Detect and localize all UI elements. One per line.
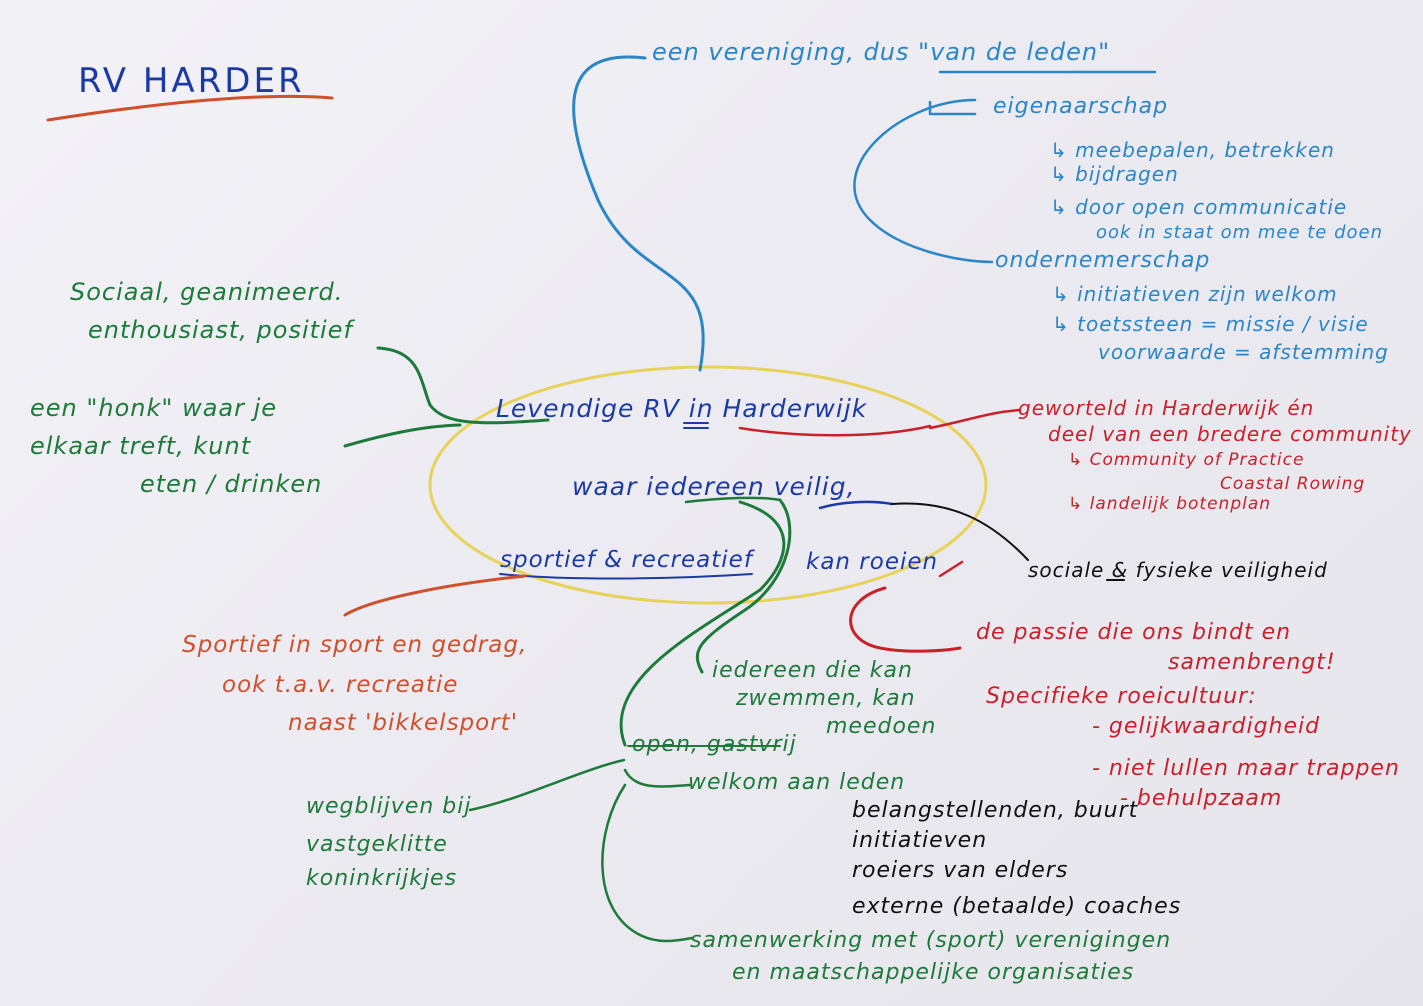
ondernemerschap-item-2: ↳ toetssteen = missie / visie [1052,312,1369,336]
passie-branch-line [849,586,962,653]
sociaal-line-2: enthousiast, positief [88,316,353,344]
sociaal-branch-line [376,346,550,425]
center-line-3b: kan roeien [806,549,939,575]
eigenaarschap-bracket [853,98,994,264]
ondernemerschap-label: ondernemerschap [995,248,1211,273]
eigenaarschap-label: eigenaarschap [993,94,1169,119]
samenwerking-line-1: samenwerking met (sport) verenigingen [690,928,1172,953]
iedereen-line-1: iedereen die kan [712,658,913,683]
rv-double-underline [683,422,709,429]
honk-line-3: eten / drinken [140,470,323,498]
passie-line-1: de passie die ons bindt en [976,620,1292,645]
samenwerking-line-2: en maatschappelijke organisaties [732,960,1135,985]
cultuur-item-1: - gelijkwaardigheid [1092,714,1321,739]
wegblijven-line-3: koninkrijkjes [306,866,458,891]
geworteld-branch-line [928,408,1022,430]
sportief-line-3: naast 'bikkelsport' [288,710,519,736]
wegblijven-branch-line [468,758,626,812]
page-title: RV HARDER [78,61,305,101]
title-underline [46,94,334,122]
iedereen-line-2: zwemmen, kan [736,686,916,711]
welkom-branch-line [623,768,692,788]
center-line-1: Levendige RV in Harderwijk [496,394,868,423]
honk-line-2: elkaar treft, kunt [30,432,252,460]
center-line-2: waar iedereen veilig, [572,472,856,501]
cultuur-item-2: - niet lullen maar trappen [1092,756,1400,781]
center-line-3a: sportief & recreatief [500,547,753,573]
sportief-line-2: ook t.a.v. recreatie [222,672,459,698]
cop-line-1: ↳ Community of Practice [1068,450,1305,470]
eigenaarschap-item-3: ↳ door open communicatie [1050,195,1348,219]
honk-line-1: een "honk" waar je [30,394,278,422]
sociaal-line-1: Sociaal, geanimeerd. [70,278,344,306]
vereniging-heading: een vereniging, dus "van de leden" [652,38,1111,66]
welkom-item-2: initiatieven [852,828,988,853]
kan-roeien-underline [938,560,964,578]
sportief-line-1: Sportief in sport en gedrag, [182,632,528,658]
iedereen-branch-line [695,498,792,674]
welkom-item-3: roeiers van elders [852,858,1069,883]
cultuur-heading: Specifieke roeicultuur: [986,684,1257,709]
open-branch-line [619,500,786,747]
ondernemerschap-item-1: ↳ initiatieven zijn welkom [1052,282,1338,306]
iedereen-underline [684,496,782,504]
wegblijven-line-2: vastgeklitte [306,832,448,857]
landelijk-line: ↳ landelijk botenplan [1068,494,1272,514]
open-label: open, gastvrij [632,732,797,757]
samen-branch-line [601,783,694,943]
eigenaarschap-item-2: ↳ bijdragen [1050,162,1179,186]
cop-line-2: Coastal Rowing [1220,474,1366,494]
geworteld-line-2: deel van een bredere community [1048,422,1412,446]
iedereen-line-3: meedoen [826,714,937,739]
eigenaarschap-hook [928,100,977,116]
cultuur-item-3: - behulpzaam [1120,786,1283,811]
veiligheid-branch-line [891,502,1029,561]
eigenaarschap-sub: ook in staat om mee te doen [1096,222,1384,243]
wegblijven-line-1: wegblijven bij [306,794,472,819]
welkom-item-1: belangstellenden, buurt [852,798,1139,823]
ondernemerschap-sub: voorwaarde = afstemming [1098,340,1389,364]
geworteld-line-1: geworteld in Harderwijk én [1018,396,1315,420]
center-ellipse [428,365,988,605]
harderwijk-underline [738,424,932,437]
welkom-label: welkom aan leden [688,770,906,795]
top-branch-line [572,55,705,372]
honk-branch-line [343,423,462,448]
passie-line-2: samenbrengt! [1168,650,1336,675]
eigenaarschap-item-1: ↳ meebepalen, betrekken [1050,138,1335,162]
veiligheid-label: sociale & fysieke veiligheid [1028,558,1328,582]
sportief-branch-line [343,574,527,617]
welkom-item-4: externe (betaalde) coaches [852,894,1182,919]
veilig-underline [818,500,894,510]
